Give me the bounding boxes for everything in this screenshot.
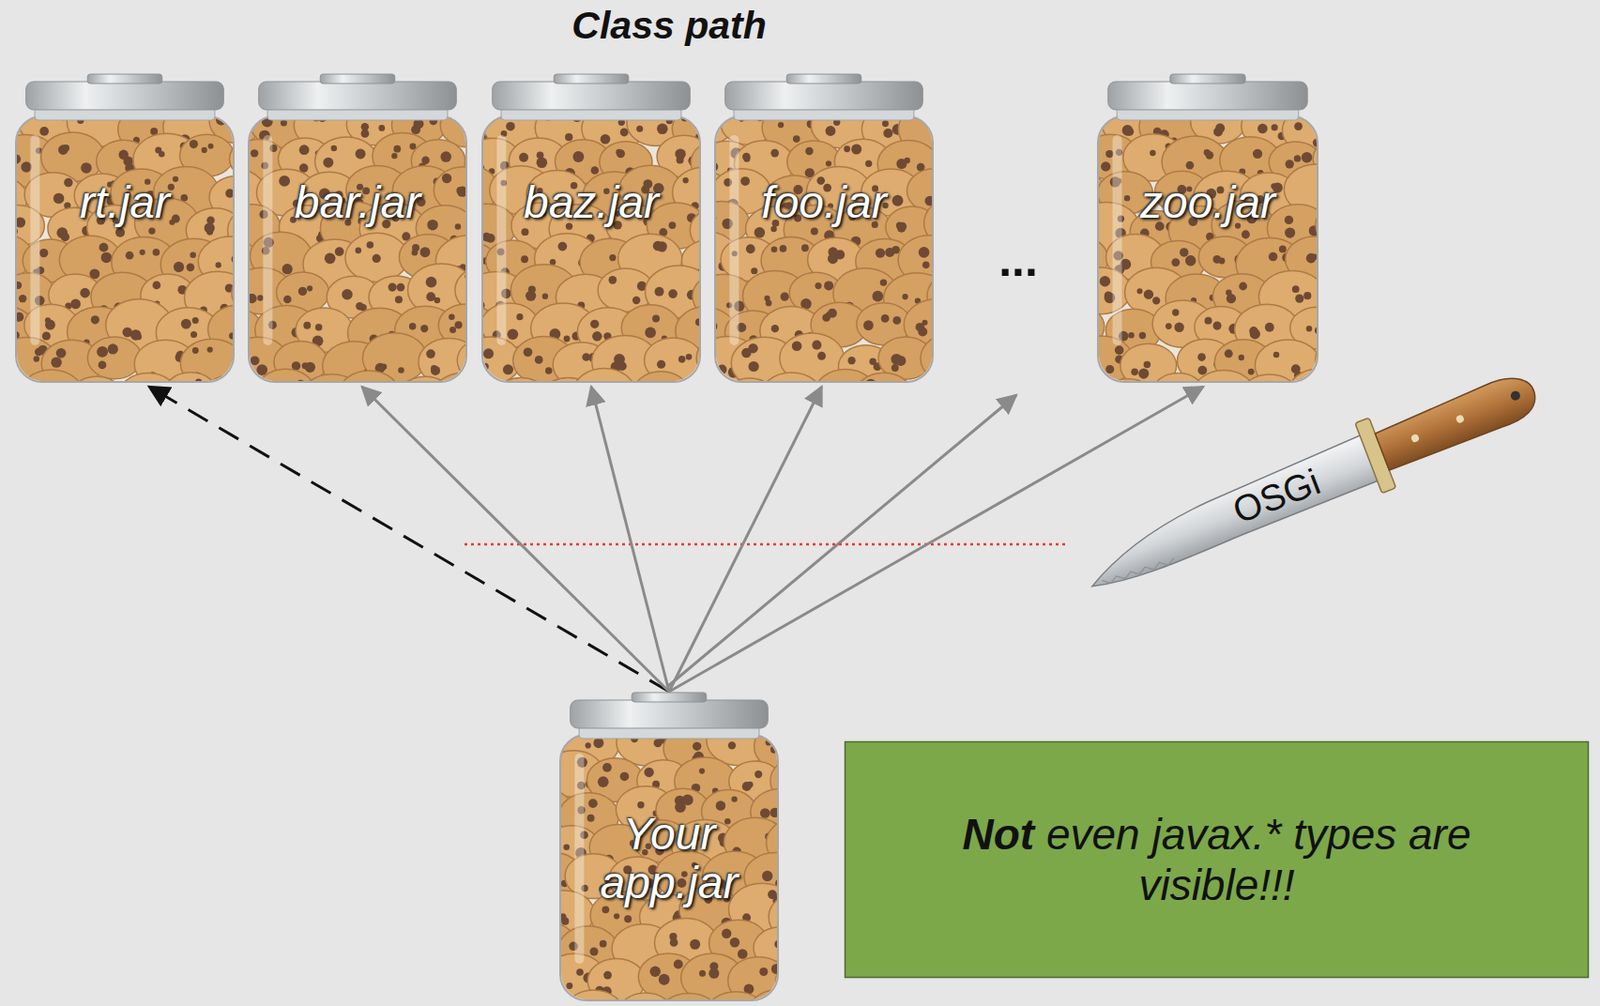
- class-path-jar: rt.jar: [15, 73, 235, 383]
- jar-label: zoo.jar: [1108, 178, 1308, 228]
- note-box: Not even javax.* types are visible!!!: [844, 741, 1589, 978]
- box-shape: [844, 741, 1589, 978]
- class-path-jar: baz.jar: [481, 73, 701, 383]
- jar-shape: [481, 73, 701, 383]
- dashed-arrow: [149, 386, 670, 692]
- jar-shape: [1097, 73, 1319, 383]
- class-path-jar: bar.jar: [247, 73, 468, 383]
- jar-shape: [714, 73, 934, 383]
- jar-label: Your app.jar: [569, 809, 769, 908]
- jar-label: bar.jar: [258, 178, 458, 228]
- dependency-arrow: [591, 386, 670, 692]
- note-text: Not even javax.* types are visible!!!: [944, 808, 1490, 912]
- dependency-arrow: [669, 386, 1204, 692]
- jar-label: baz.jar: [491, 178, 691, 228]
- arrow-to-more: [668, 395, 1017, 686]
- class-path-jar: foo.jar: [714, 73, 934, 383]
- jar-shape: [15, 73, 235, 383]
- ellipsis-label: ...: [975, 232, 1061, 288]
- class-path-jar: zoo.jar: [1097, 73, 1319, 383]
- osgi-knife: OSGi: [1065, 347, 1555, 610]
- app-jar: Your app.jar: [559, 691, 779, 1002]
- jar-label: rt.jar: [25, 178, 225, 228]
- title: Class path: [0, 3, 1339, 48]
- jar-label: foo.jar: [724, 178, 924, 228]
- jar-shape: [247, 73, 468, 383]
- dependency-arrow: [362, 386, 670, 692]
- dependency-arrow: [669, 386, 823, 692]
- cut-line: [464, 543, 1068, 547]
